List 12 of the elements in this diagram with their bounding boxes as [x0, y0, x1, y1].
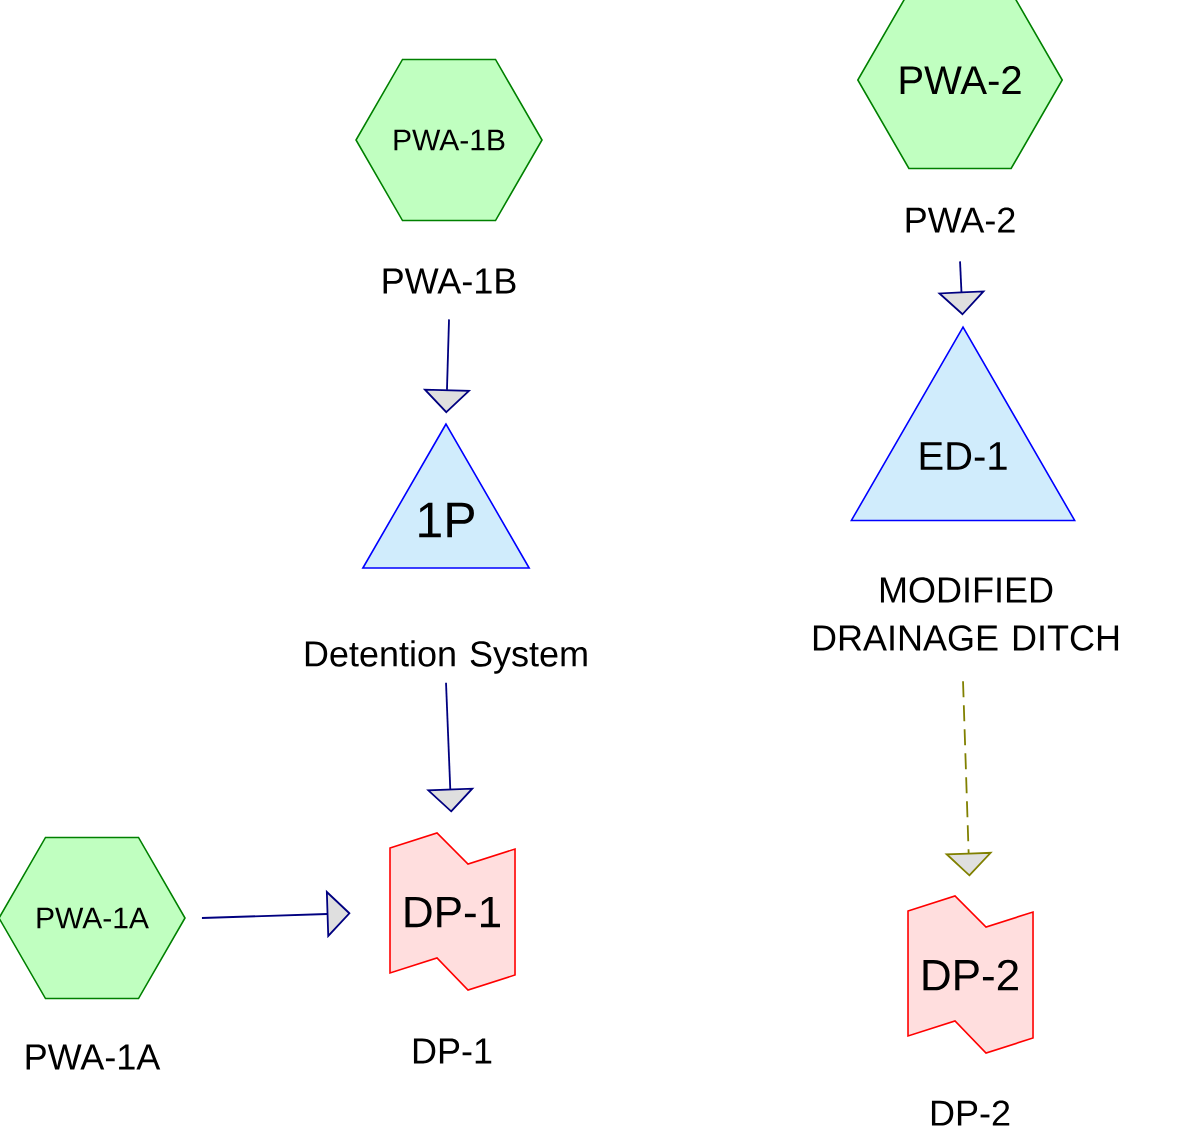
node-caption: PWA-2: [906, 207, 1015, 233]
flag-node: DP-1: [389, 832, 516, 991]
hexagon-node: PWA-2: [856, 0, 1064, 170]
node-caption: MODIFIED DRAINAGE DITCH: [813, 577, 1119, 651]
node-caption: DP-2: [931, 1100, 1010, 1126]
hexagon-node: PWA-1A: [0, 836, 186, 1000]
node-caption: Detention System: [305, 640, 587, 674]
node-caption: PWA-1A: [26, 1044, 161, 1070]
flag-node: DP-2: [907, 895, 1034, 1054]
hexagon-node: PWA-1B: [355, 58, 543, 222]
node-caption: PWA-1B: [383, 268, 516, 294]
node-caption: DP-1: [413, 1038, 492, 1064]
